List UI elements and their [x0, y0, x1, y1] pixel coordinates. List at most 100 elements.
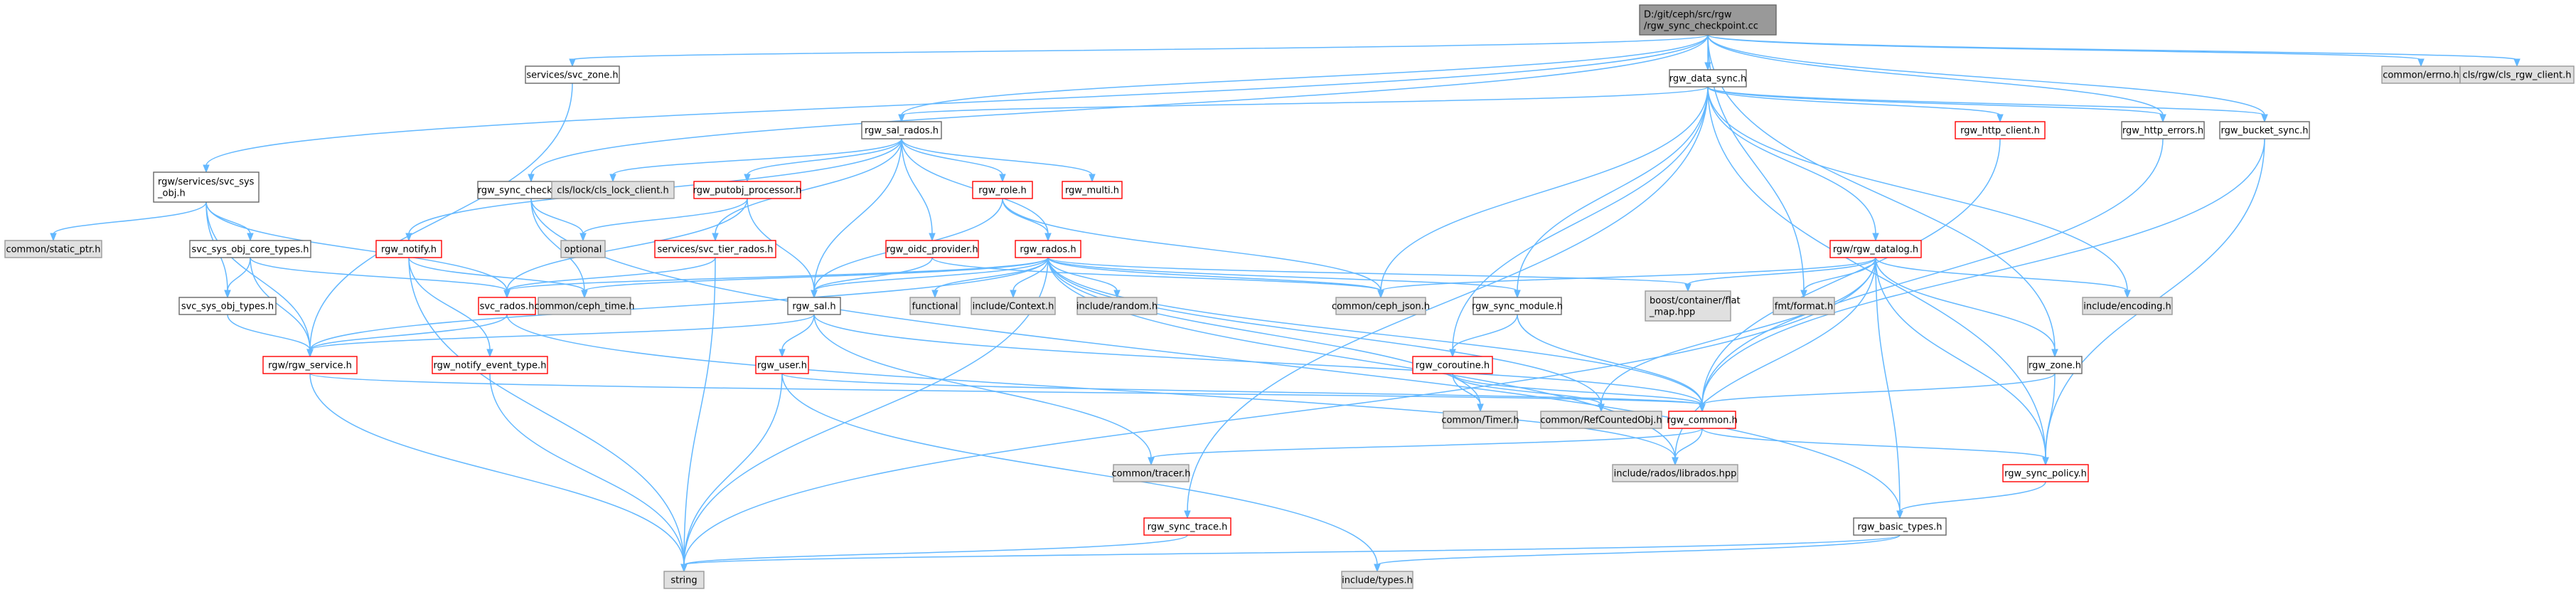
dependency-edge: [205, 201, 314, 358]
node-label: common/Timer.h: [1441, 416, 1519, 426]
node-common-refcountedobj[interactable]: common/RefCountedObj.h: [1540, 411, 1662, 429]
dependency-edge: [408, 257, 588, 299]
node-rgw-services-svc-sys-obj[interactable]: rgw/services/svc_sys_obj.h: [153, 171, 260, 203]
node-include-random[interactable]: include/random.h: [1076, 297, 1158, 315]
node-label: functional: [912, 302, 958, 312]
node-rgw-putobj-processor[interactable]: rgw_putobj_processor.h: [693, 181, 802, 199]
node-cls-lock-client[interactable]: cls/lock/cls_lock_client.h: [551, 181, 675, 199]
node-label: cls/lock/cls_lock_client.h: [557, 186, 668, 196]
node-common-tracer[interactable]: common/tracer.h: [1111, 464, 1191, 482]
dependency-edge: [1707, 86, 1879, 242]
node-label: common/errno.h: [2383, 70, 2459, 81]
node-box: [909, 297, 961, 315]
dependency-edge: [205, 201, 254, 242]
node-fmt-format[interactable]: fmt/format.h: [1773, 297, 1835, 315]
dependency-edge: [901, 138, 1096, 183]
node-box: [1473, 297, 1562, 315]
dependency-edge: [50, 201, 207, 242]
dependency-edge: [306, 314, 508, 358]
node-box: [1443, 411, 1518, 429]
node-rgw-common[interactable]: rgw_common.h: [1667, 411, 1738, 429]
node-rgw-sync-trace[interactable]: rgw_sync_trace.h: [1143, 517, 1231, 536]
dependency-edge: [811, 257, 1049, 299]
node-svc-rados[interactable]: svc_rados.h: [478, 297, 536, 315]
node-root[interactable]: D:/git/ceph/src/rgw/rgw_sync_checkpoint.…: [1639, 4, 1777, 36]
node-rgw-sync-policy[interactable]: rgw_sync_policy.h: [2002, 464, 2089, 482]
node-rgw-zone[interactable]: rgw_zone.h: [2027, 356, 2083, 374]
node-common-static-ptr[interactable]: common/static_ptr.h: [4, 240, 102, 258]
dependency-edge: [309, 373, 1706, 413]
node-box: [153, 171, 260, 203]
dependency-edge: [1148, 428, 1703, 466]
node-common-ceph-time[interactable]: common/ceph_time.h: [535, 297, 635, 315]
node-rgw-multi[interactable]: rgw_multi.h: [1062, 181, 1123, 199]
node-rgw-sync-module[interactable]: rgw_sync_module.h: [1472, 297, 1563, 315]
node-rgw-rgw-service[interactable]: rgw/rgw_service.h: [262, 356, 358, 374]
node-box: [2459, 65, 2575, 84]
node-svc-sys-obj-types[interactable]: svc_sys_obj_types.h: [178, 297, 277, 315]
node-box: [4, 240, 102, 258]
node-label: include/types.h: [1342, 576, 1413, 586]
node-box: [1412, 356, 1493, 374]
node-rgw-http-errors[interactable]: rgw_http_errors.h: [2121, 121, 2205, 139]
node-rgw-role[interactable]: rgw_role.h: [972, 181, 1033, 199]
node-boost-flat-map[interactable]: boost/container/flat_map.hpp: [1645, 290, 1741, 322]
node-common-timer[interactable]: common/Timer.h: [1441, 411, 1519, 429]
node-box: [1829, 240, 1922, 258]
node-rgw-basic-types[interactable]: rgw_basic_types.h: [1853, 517, 1947, 536]
node-rgw-bucket-sync[interactable]: rgw_bucket_sync.h: [2219, 121, 2310, 139]
dependency-edge: [250, 257, 511, 299]
dependency-edge: [1800, 257, 1876, 299]
node-rgw-rgw-datalog[interactable]: rgw/rgw_datalog.h: [1829, 240, 1922, 258]
node-include-encoding[interactable]: include/encoding.h: [2082, 297, 2173, 315]
node-rgw-oidc-provider[interactable]: rgw_oidc_provider.h: [885, 240, 979, 258]
node-rgw-rados[interactable]: rgw_rados.h: [1015, 240, 1081, 258]
dependency-edge: [1699, 373, 2056, 413]
node-label: common/ceph_time.h: [535, 302, 635, 312]
dependency-edge: [1672, 428, 1703, 466]
node-label: include/Context.h: [973, 302, 1054, 312]
node-cls-rgw-client[interactable]: cls/rgw/cls_rgw_client.h: [2459, 65, 2575, 84]
dependency-edge: [224, 257, 251, 299]
node-box: [432, 356, 548, 374]
node-services-svc-tier-rados[interactable]: services/svc_tier_rados.h: [654, 240, 776, 258]
node-include-context[interactable]: include/Context.h: [971, 297, 1056, 315]
node-box: [861, 121, 942, 139]
node-rgw-coroutine[interactable]: rgw_coroutine.h: [1412, 356, 1493, 374]
node-label: rgw_sal_rados.h: [865, 126, 939, 137]
node-box: [1668, 411, 1736, 429]
node-rgw-data-sync[interactable]: rgw_data_sync.h: [1669, 69, 1747, 88]
node-label: services/svc_tier_rados.h: [657, 245, 773, 255]
node-common-errno[interactable]: common/errno.h: [2381, 65, 2461, 84]
node-label: rgw_notify.h: [381, 245, 437, 255]
node-box: [525, 65, 620, 84]
node-include-rados-librados[interactable]: include/rados/librados.hpp: [1612, 464, 1738, 482]
node-label: fmt/format.h: [1775, 302, 1833, 312]
node-box: [2027, 356, 2083, 374]
dependency-edge: [1002, 198, 1052, 242]
node-services-svc-zone[interactable]: services/svc_zone.h: [525, 65, 620, 84]
node-rgw-sal-rados[interactable]: rgw_sal_rados.h: [861, 121, 942, 139]
node-label: rgw_notify_event_type.h: [434, 361, 547, 371]
node-functional[interactable]: functional: [909, 297, 961, 315]
node-rgw-notify-event-type[interactable]: rgw_notify_event_type.h: [432, 356, 548, 374]
node-rgw-sal[interactable]: rgw_sal.h: [787, 297, 841, 315]
node-include-types[interactable]: include/types.h: [1341, 571, 1413, 589]
node-label: rgw_role.h: [978, 186, 1027, 196]
node-label: boost/container/flat: [1650, 296, 1741, 307]
node-box: [1639, 4, 1777, 36]
node-label: /rgw_sync_checkpoint.cc: [1644, 21, 1758, 32]
node-rgw-user[interactable]: rgw_user.h: [755, 356, 809, 374]
dependency-edge: [680, 373, 783, 573]
dependency-edge: [901, 138, 1006, 183]
node-label: include/encoding.h: [2083, 302, 2171, 312]
node-common-ceph-json[interactable]: common/ceph_json.h: [1332, 297, 1430, 315]
node-optional[interactable]: optional: [560, 240, 606, 258]
node-string[interactable]: string: [663, 571, 705, 589]
dependency-edge: [1452, 373, 1605, 413]
node-rgw-http-client[interactable]: rgw_http_client.h: [1955, 121, 2046, 139]
node-box: [787, 297, 841, 315]
node-svc-sys-obj-core-types[interactable]: svc_sys_obj_core_types.h: [189, 240, 311, 258]
node-rgw-notify[interactable]: rgw_notify.h: [375, 240, 442, 258]
dependency-edge: [1010, 257, 1049, 299]
